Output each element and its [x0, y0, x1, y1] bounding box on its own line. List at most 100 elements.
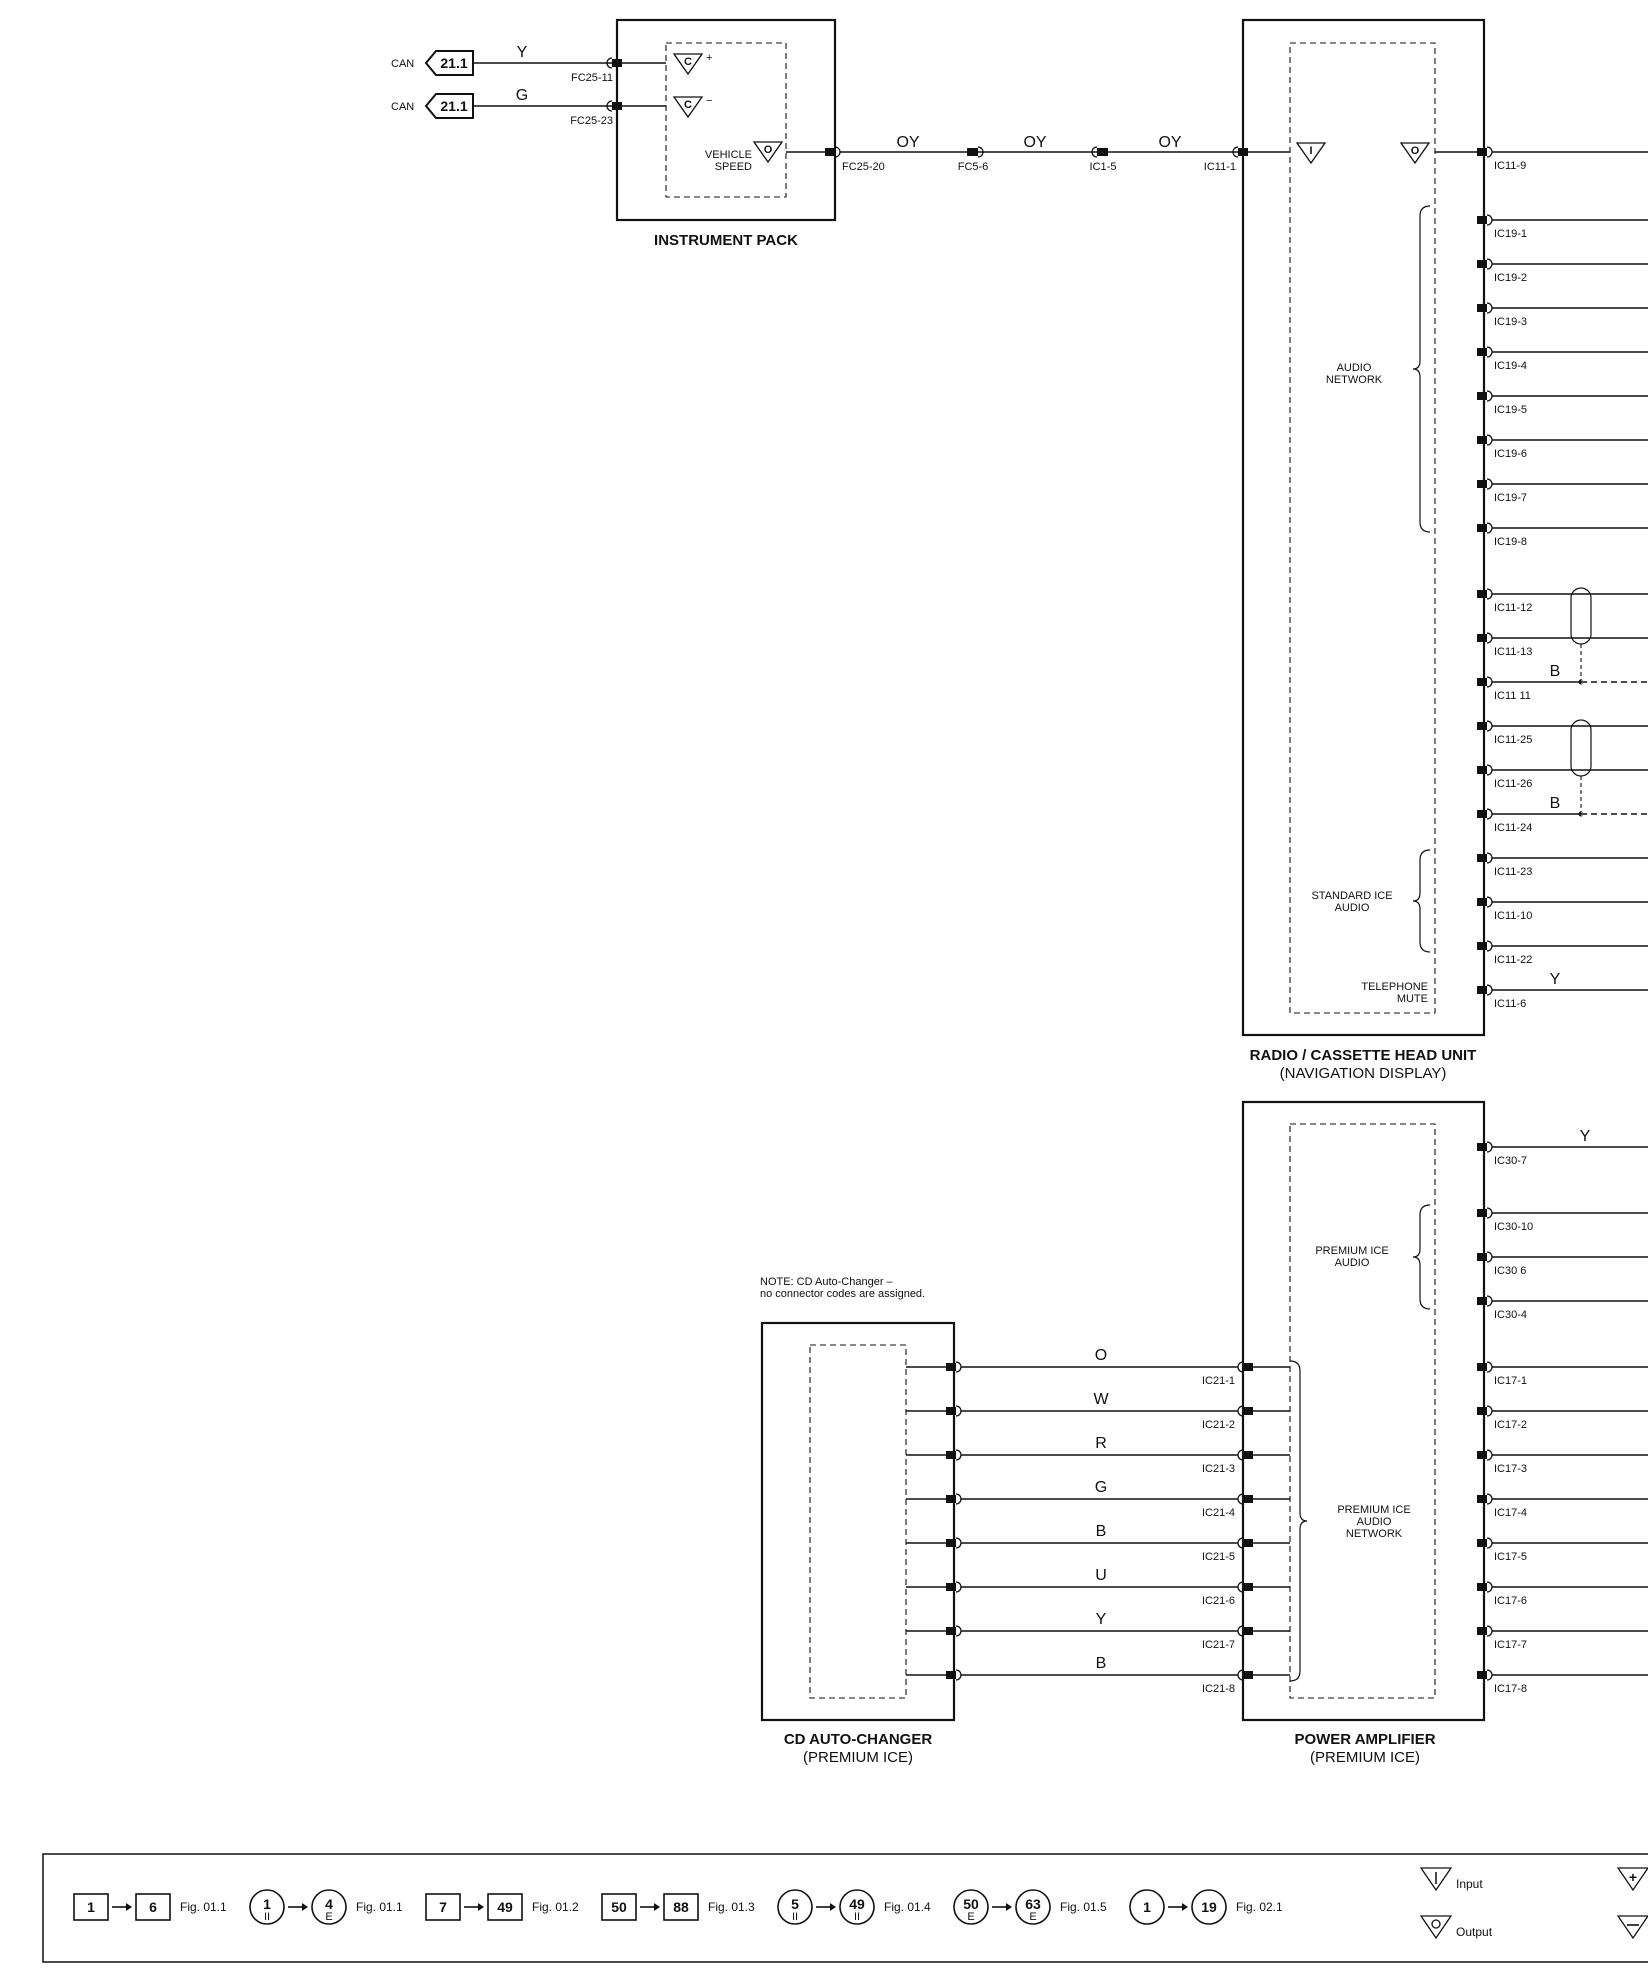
- pin-block: [1477, 1363, 1487, 1371]
- instrument-pack-title: INSTRUMENT PACK: [654, 232, 798, 249]
- legend-number: 1: [87, 1899, 95, 1915]
- radio-output-pin: [1477, 632, 1493, 644]
- legend-figure-ref: Fig. 02.1: [1236, 1900, 1283, 1914]
- pin-socket: [1486, 258, 1493, 270]
- pin-socket: [1486, 434, 1493, 446]
- legend-number: 49: [849, 1896, 865, 1912]
- cd-output-pin: [946, 1493, 962, 1505]
- radio-pin-code: IC19-2: [1494, 272, 1527, 284]
- pin-block: [612, 102, 622, 110]
- standard-ice-line1: STANDARD ICE: [1311, 890, 1392, 902]
- inline-connector-code: IC1-5: [1090, 161, 1117, 173]
- radio-pin-code: IC19-5: [1494, 404, 1527, 416]
- radio-output-pin: [1477, 146, 1493, 158]
- pin-block: [1477, 634, 1487, 642]
- pin-socket: [1237, 1405, 1244, 1417]
- pin-socket: [1486, 1493, 1493, 1505]
- radio-pin-code: IC11-22: [1494, 954, 1532, 966]
- amp-pin-code: IC17-5: [1494, 1551, 1527, 1563]
- radio-pin-code: IC11-23: [1494, 866, 1532, 878]
- radio-output-pin: [1477, 390, 1493, 402]
- pin-block: [1477, 1407, 1487, 1415]
- radio-unit-inner: [1289, 42, 1436, 1014]
- pin-block: [1477, 810, 1487, 818]
- amp-input-pin: [1237, 1449, 1253, 1461]
- radio-pin-code: IC19-8: [1494, 536, 1527, 548]
- amp-pin-code: IC17-2: [1494, 1419, 1527, 1431]
- can-pin: [606, 100, 622, 112]
- pin-socket: [834, 146, 841, 158]
- pin-block: [1477, 722, 1487, 730]
- legend-arrow-head: [1182, 1903, 1188, 1911]
- input-symbol-icon: [1419, 1867, 1453, 1892]
- pin-socket: [1486, 390, 1493, 402]
- legend-number: 50: [611, 1899, 627, 1915]
- legend-number: 50: [963, 1896, 979, 1912]
- premium-ice-brace: [1412, 1204, 1431, 1310]
- cd-output-pin: [946, 1625, 962, 1637]
- vehicle-speed-pin: [825, 146, 841, 158]
- cd-wire-colour: G: [1095, 1479, 1107, 1496]
- triangle-letter: I: [1309, 145, 1312, 157]
- radio-pin-code: IC11-25: [1494, 734, 1532, 746]
- legend-number-box: [73, 1893, 109, 1921]
- pin-block: [946, 1627, 956, 1635]
- can-input-triangle: C: [672, 53, 704, 76]
- pin-block: [1243, 1495, 1253, 1503]
- can-label: CAN: [391, 101, 414, 113]
- pin-block: [1477, 590, 1487, 598]
- pin-socket: [955, 1405, 962, 1417]
- pin-socket: [1232, 146, 1239, 158]
- legend-number-sub: E: [967, 1911, 974, 1923]
- pin-block: [1477, 1143, 1487, 1151]
- radio-pin-code: IC11-24: [1494, 822, 1532, 834]
- pin-socket: [1486, 852, 1493, 864]
- radio-pin-code: IC19-1: [1494, 228, 1527, 240]
- pin-socket: [1486, 588, 1493, 600]
- cd-wire-colour: W: [1093, 1391, 1109, 1408]
- radio-pin-code: IC19-6: [1494, 448, 1527, 460]
- legend-arrow-head: [302, 1903, 308, 1911]
- radio-output-pin: [1477, 808, 1493, 820]
- amp-input-pin: [1237, 1493, 1253, 1505]
- radio-input-triangle: I: [1295, 142, 1327, 165]
- radio-input-pin-code: IC11-1: [1204, 161, 1236, 173]
- amp-input-pin-code: IC21-8: [1202, 1683, 1235, 1695]
- instrument-pack-inner: [665, 42, 787, 198]
- amp-output-pin: [1477, 1405, 1493, 1417]
- pin-socket: [1237, 1493, 1244, 1505]
- legend-figure-ref: Fig. 01.2: [532, 1900, 579, 1914]
- power-amplifier-subtitle: (PREMIUM ICE): [1310, 1749, 1420, 1766]
- instrument-pack-box: [615, 18, 837, 222]
- pin-block: [1477, 260, 1487, 268]
- radio-output-pin: [1477, 588, 1493, 600]
- pin-block: [946, 1407, 956, 1415]
- legend-number-sub: II: [792, 1911, 798, 1923]
- pin-socket: [1486, 478, 1493, 490]
- radio-output-pin: [1477, 522, 1493, 534]
- inline-connector-block: [1097, 148, 1108, 156]
- legend-arrow-head: [478, 1903, 484, 1911]
- radio-unit-box: [1241, 18, 1486, 1037]
- pin-socket: [1486, 214, 1493, 226]
- pin-socket: [1486, 146, 1493, 158]
- pin-block: [1477, 1583, 1487, 1591]
- power-amplifier-inner: [1289, 1123, 1436, 1699]
- pin-socket: [1237, 1581, 1244, 1593]
- legend-figure-ref: Fig. 01.1: [180, 1900, 227, 1914]
- legend-number-sub: II: [264, 1911, 270, 1923]
- legend-number: 1: [1143, 1899, 1151, 1915]
- pin-block: [1243, 1583, 1253, 1591]
- radio-input-pin: [1232, 146, 1248, 158]
- legend-number-circle: [1015, 1889, 1051, 1925]
- radio-output-pin: [1477, 346, 1493, 358]
- legend-number-circle: [953, 1889, 989, 1925]
- radio-wire-colour: Y: [1550, 971, 1561, 988]
- pin-block: [1477, 1209, 1487, 1217]
- standard-ice-line2: AUDIO: [1335, 902, 1370, 914]
- pin-block: [1477, 1539, 1487, 1547]
